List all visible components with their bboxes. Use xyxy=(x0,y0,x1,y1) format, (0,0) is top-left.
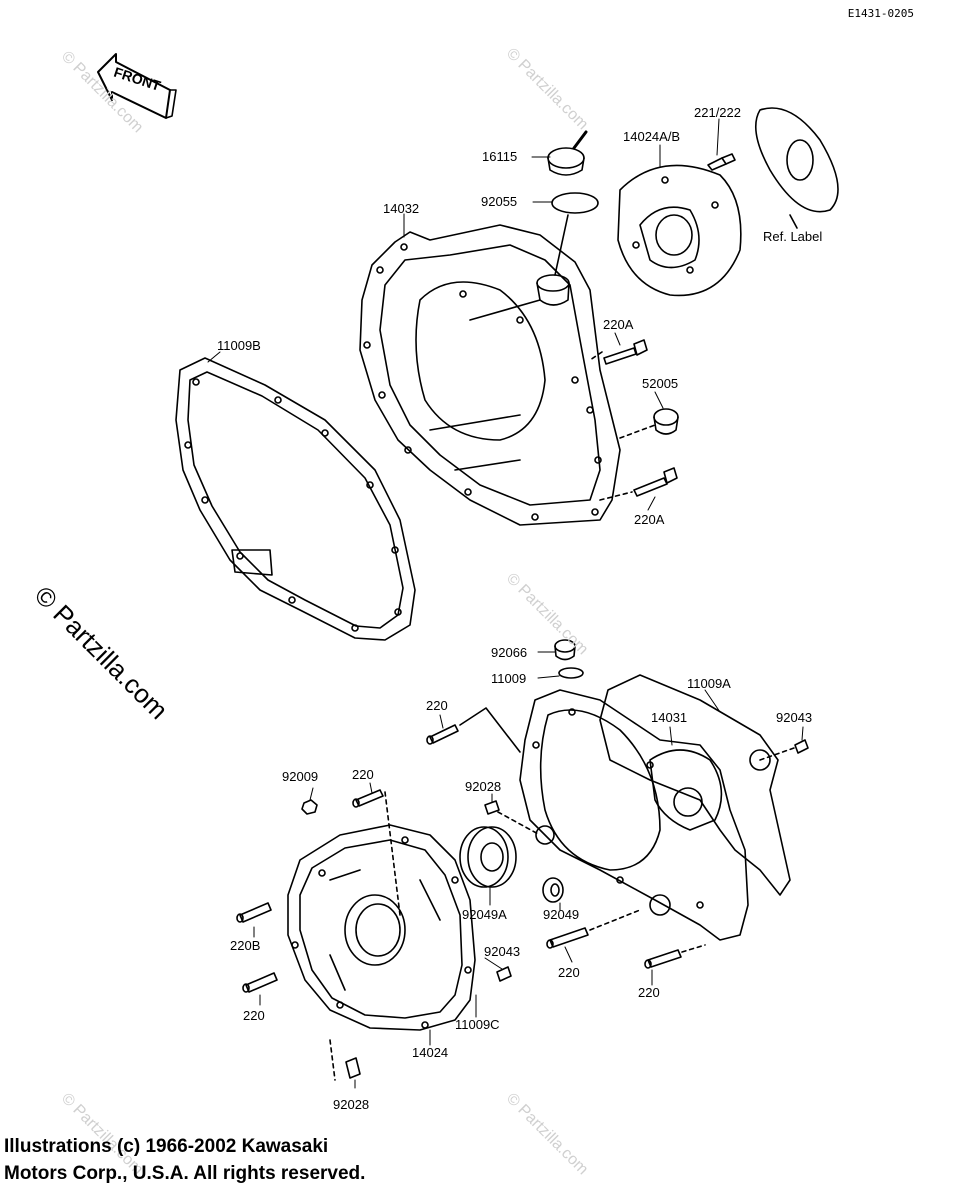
reference-label-disc xyxy=(754,107,839,229)
gasket-11009a xyxy=(599,674,791,896)
leader-line xyxy=(459,707,521,753)
seal-52005 xyxy=(653,408,679,435)
filler-cap-16115 xyxy=(547,130,588,176)
part-label: 92049 xyxy=(543,907,580,922)
part-label: 11009B xyxy=(217,338,261,353)
part-label: 92043 xyxy=(484,944,521,959)
part-label: 221/222 xyxy=(694,105,741,120)
oil-seal-92049 xyxy=(542,877,564,903)
front-arrow-icon xyxy=(97,53,177,119)
part-label: 14031 xyxy=(651,710,688,725)
bolt-220-upper xyxy=(426,724,459,745)
part-label: 220A xyxy=(603,317,634,332)
bolt-220-left-lower xyxy=(242,972,278,993)
part-label: 92009 xyxy=(282,769,319,784)
generator-cover-14024 xyxy=(287,824,476,1031)
bolt-220b xyxy=(236,902,272,923)
cover-14024ab xyxy=(617,164,742,297)
bolt-220-left-upper xyxy=(352,789,384,808)
bolt-220-mid xyxy=(546,927,589,949)
part-label: 92066 xyxy=(491,645,528,660)
part-label: 92055 xyxy=(481,194,518,209)
gasket-11009b xyxy=(175,357,416,641)
part-label: 92028 xyxy=(465,779,502,794)
leader-line xyxy=(589,351,603,361)
crankcase-cover-14031 xyxy=(519,689,749,941)
copyright-line: Motors Corp., U.S.A. All rights reserved… xyxy=(4,1163,366,1184)
part-label: 92043 xyxy=(776,710,813,725)
bolt-220a-bottom xyxy=(633,467,678,497)
screw-221-222 xyxy=(707,153,736,171)
part-label: 14032 xyxy=(383,201,420,216)
leader-line xyxy=(681,944,706,953)
dowel-92043-right xyxy=(794,739,809,754)
leader-line xyxy=(384,791,401,916)
leader-line xyxy=(329,1039,336,1081)
part-label: 220 xyxy=(426,698,448,713)
part-label: 11009 xyxy=(491,671,527,686)
leader-line xyxy=(589,909,641,931)
leader-line xyxy=(759,747,795,761)
part-label: 220A xyxy=(634,512,665,527)
copyright-notice: Illustrations (c) 1966-2002 Kawasaki Mot… xyxy=(4,1133,365,1187)
part-label: Ref. Label xyxy=(763,229,823,244)
part-label: 92049A xyxy=(462,907,507,922)
leader-line xyxy=(619,424,656,439)
part-label: 14024A/B xyxy=(623,129,681,144)
part-label: 16115 xyxy=(482,149,518,164)
dowel-92043-left xyxy=(496,966,512,982)
washer-11009 xyxy=(558,667,584,679)
copyright-line: Illustrations (c) 1966-2002 Kawasaki xyxy=(4,1136,329,1157)
clutch-cover-14032 xyxy=(359,224,621,526)
o-ring-92055 xyxy=(551,192,599,214)
plug-92066 xyxy=(554,639,576,661)
leader-line xyxy=(599,491,633,501)
leader-line xyxy=(497,811,541,836)
part-label: 220B xyxy=(230,938,261,953)
front-label: FRONT xyxy=(112,64,163,94)
figure-id: E1431-0205 xyxy=(847,7,914,20)
dowel-92028-lower xyxy=(345,1057,361,1079)
part-label: 220 xyxy=(352,767,374,782)
part-label: 11009C xyxy=(455,1017,500,1032)
dowel-92028-upper xyxy=(484,800,500,815)
label-leaders xyxy=(207,118,804,1089)
part-label: 11009A xyxy=(687,676,731,691)
part-label: 220 xyxy=(558,965,580,980)
bolt-220-right xyxy=(644,949,682,969)
part-label: 92028 xyxy=(333,1097,370,1112)
part-label: 220 xyxy=(638,985,660,1000)
leader-line xyxy=(554,214,569,276)
part-label: 220 xyxy=(243,1008,265,1023)
part-label: 52005 xyxy=(642,376,679,391)
bolt-220a-top xyxy=(603,339,648,365)
part-label: 14024 xyxy=(412,1045,449,1060)
oil-seal-92049a xyxy=(459,826,517,888)
nut-92009 xyxy=(301,799,318,815)
